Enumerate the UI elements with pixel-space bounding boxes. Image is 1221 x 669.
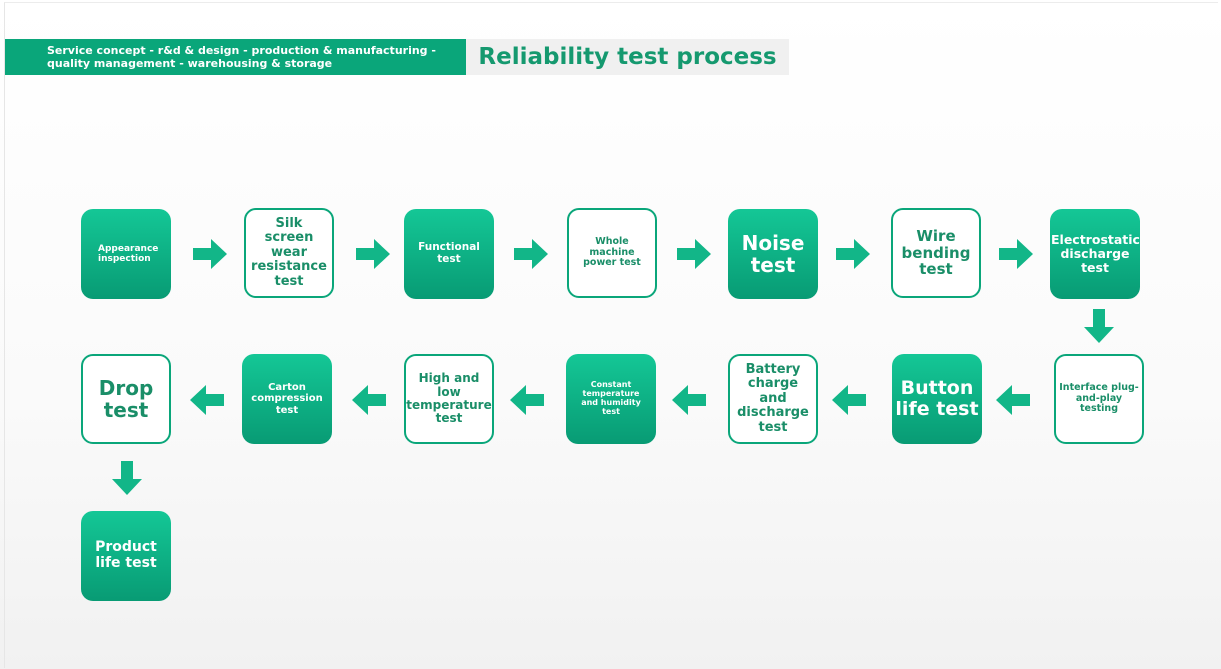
arrow-left-icon <box>190 385 224 415</box>
step-label: Product life test <box>95 539 157 571</box>
arrow-left-icon <box>510 385 544 415</box>
arrow-right-icon <box>999 239 1033 269</box>
step-product-life-test: Product life test <box>81 511 171 601</box>
step-label: Carton compression test <box>251 382 323 416</box>
page-title: Reliability test process <box>478 44 777 70</box>
arrow-left-icon <box>832 385 866 415</box>
arrow-right-icon <box>677 239 711 269</box>
arrow-right-icon <box>356 239 390 269</box>
arrow-down-icon <box>1084 309 1114 343</box>
page-title-box: Reliability test process <box>466 39 789 75</box>
step-noise-test: Noise test <box>728 209 818 299</box>
step-label: Functional test <box>418 241 480 265</box>
step-high-and-low-temperature-test: High and low temperature test <box>404 354 494 444</box>
step-label: Wire bending test <box>901 226 971 279</box>
breadcrumb: Service concept - r&d & design - product… <box>5 39 466 75</box>
step-drop-test: Drop test <box>81 354 171 444</box>
step-whole-machine-power-test: Whole machine power test <box>567 208 657 298</box>
step-appearance-inspection: Appearance inspection <box>81 209 171 299</box>
step-functional-test: Functional test <box>404 209 494 299</box>
arrow-right-icon <box>836 239 870 269</box>
step-label: Constant temperature and humidity test <box>581 380 641 416</box>
step-button-life-test: Button life test <box>892 354 982 444</box>
step-label: Noise test <box>741 230 805 277</box>
step-constant-temperature-and-humidity-test: Constant temperature and humidity test <box>566 354 656 444</box>
step-label: Whole machine power test <box>583 236 641 269</box>
step-label: Drop test <box>98 375 154 422</box>
step-interface-plug-and-play-testing: Interface plug-and-play testing <box>1054 354 1144 444</box>
step-label: Battery charge and discharge test <box>737 361 809 435</box>
step-label: Appearance inspection <box>98 243 159 264</box>
step-wire-bending-test: Wire bending test <box>891 208 981 298</box>
step-carton-compression-test: Carton compression test <box>242 354 332 444</box>
step-electrostatic-discharge-test: Electrostatic discharge test <box>1050 209 1140 299</box>
step-label: Button life test <box>895 376 979 420</box>
step-label: Electrostatic discharge test <box>1051 232 1140 275</box>
arrow-left-icon <box>672 385 706 415</box>
page-frame <box>4 2 1218 668</box>
arrow-down-icon <box>112 461 142 495</box>
arrow-left-icon <box>352 385 386 415</box>
arrow-right-icon <box>193 239 227 269</box>
arrow-left-icon <box>996 385 1030 415</box>
step-silk-screen-wear-resistance-test: Silk screen wear resistance test <box>244 208 334 298</box>
step-label: Interface plug-and-play testing <box>1059 382 1139 415</box>
step-label: High and low temperature test <box>406 371 492 426</box>
breadcrumb-text: Service concept - r&d & design - product… <box>47 44 436 70</box>
arrow-right-icon <box>514 239 548 269</box>
step-battery-charge-and-discharge-test: Battery charge and discharge test <box>728 354 818 444</box>
step-label: Silk screen wear resistance test <box>251 215 327 289</box>
